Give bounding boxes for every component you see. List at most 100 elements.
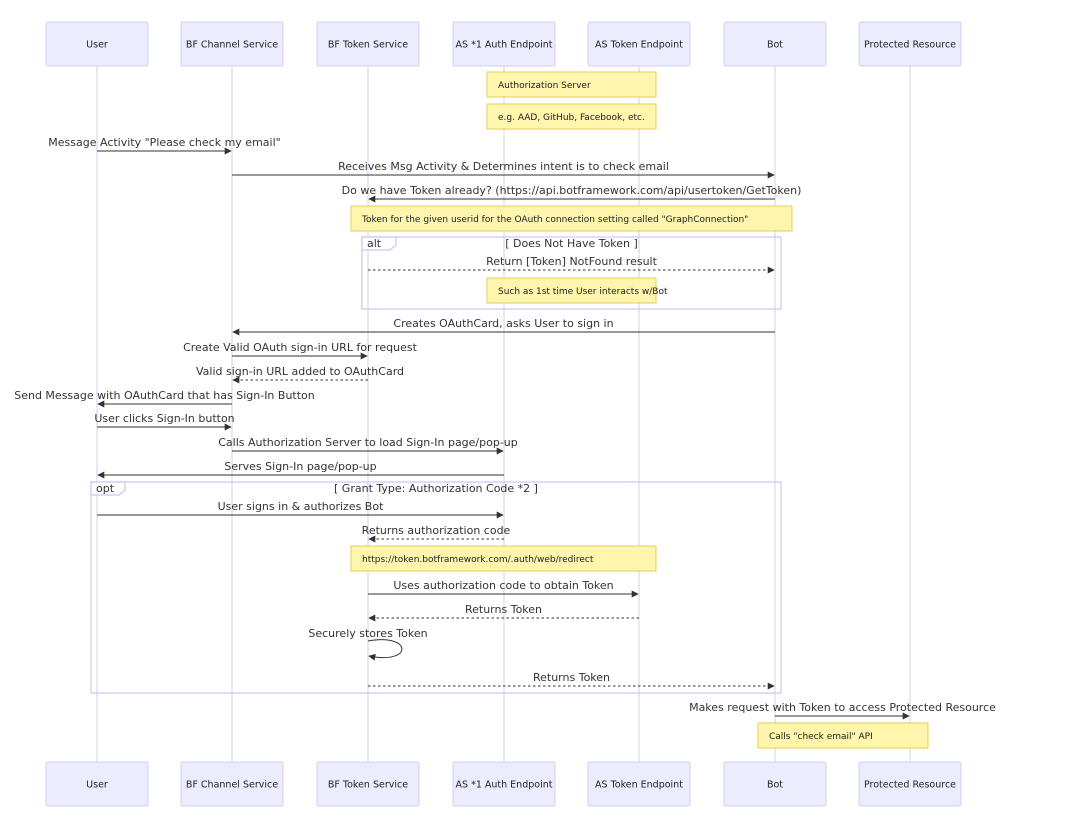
- actor-label: BF Channel Service: [186, 780, 278, 791]
- actor-box: [723, 761, 827, 807]
- frame-condition: [ Does Not Have Token ]: [505, 237, 638, 250]
- message-label: Return [Token] NotFound result: [486, 255, 658, 268]
- actor-user-top: User: [45, 21, 149, 67]
- note-n5: https://token.botframework.com/.auth/web…: [350, 545, 657, 572]
- actor-bot-top: Bot: [723, 21, 827, 67]
- actor-auth-top: AS *1 Auth Endpoint: [452, 21, 556, 67]
- actor-tokensvc-bottom: BF Token Service: [316, 761, 420, 807]
- message-m5: Creates OAuthCard, asks User to sign in: [232, 317, 775, 336]
- note-box: [486, 71, 657, 98]
- frame-border: [90, 481, 782, 694]
- actor-label: BF Token Service: [328, 40, 408, 51]
- frame-label: alt: [367, 237, 382, 250]
- message-m15: Returns Token: [368, 603, 639, 622]
- note-box: [757, 722, 929, 749]
- message-label: Creates OAuthCard, asks User to sign in: [393, 317, 613, 330]
- note-n4: Such as 1st time User interacts w/Bot: [486, 277, 668, 304]
- actor-channel-bottom: BF Channel Service: [180, 761, 284, 807]
- message-m17: Returns Token: [368, 671, 775, 690]
- actor-box: [180, 21, 284, 67]
- message-label: Do we have Token already? (https://api.b…: [342, 184, 802, 197]
- note-box: [486, 277, 657, 304]
- note-box: [350, 545, 657, 572]
- actor-box: [587, 21, 691, 67]
- actor-box: [452, 21, 556, 67]
- frame-border: [361, 236, 782, 310]
- message-m4: Return [Token] NotFound result: [368, 255, 775, 274]
- actor-label: AS Token Endpoint: [595, 780, 683, 791]
- message-m11: Serves Sign-In page/pop-up: [97, 460, 504, 479]
- note-text: https://token.botframework.com/.auth/web…: [362, 555, 594, 565]
- message-m1: Message Activity "Please check my email": [48, 136, 281, 155]
- message-arrow: [367, 639, 403, 661]
- message-m16: Securely stores Token: [308, 627, 428, 661]
- message-label: User clicks Sign-In button: [94, 412, 234, 425]
- frame-condition: [ Grant Type: Authorization Code *2 ]: [334, 482, 538, 495]
- message-label: Serves Sign-In page/pop-up: [224, 460, 376, 473]
- note-n2: e.g. AAD, GitHub, Facebook, etc.: [486, 103, 657, 130]
- message-label: Send Message with OAuthCard that has Sig…: [14, 389, 315, 402]
- actor-label: AS *1 Auth Endpoint: [456, 780, 553, 791]
- note-text: Such as 1st time User interacts w/Bot: [498, 287, 668, 297]
- actor-label: AS *1 Auth Endpoint: [456, 40, 553, 51]
- message-label: Valid sign-in URL added to OAuthCard: [196, 365, 404, 378]
- actor-bot-bottom: Bot: [723, 761, 827, 807]
- actor-box: [316, 761, 420, 807]
- actor-label: Bot: [767, 40, 783, 51]
- note-text: Authorization Server: [498, 81, 591, 91]
- message-label: Create Valid OAuth sign-in URL for reque…: [183, 341, 417, 354]
- actor-label: AS Token Endpoint: [595, 40, 683, 51]
- actor-tokensvc-top: BF Token Service: [316, 21, 420, 67]
- frame-opt: opt [ Grant Type: Authorization Code *2 ]: [90, 481, 782, 694]
- message-m3: Do we have Token already? (https://api.b…: [342, 184, 802, 203]
- frame-alt: alt [ Does Not Have Token ]: [361, 236, 782, 310]
- message-m18: Makes request with Token to access Prote…: [689, 701, 996, 720]
- message-m6: Create Valid OAuth sign-in URL for reque…: [183, 341, 418, 360]
- actor-box: [858, 21, 962, 67]
- actor-resource-bottom: Protected Resource: [858, 761, 962, 807]
- message-m2: Receives Msg Activity & Determines inten…: [232, 160, 775, 179]
- actor-box: [45, 21, 149, 67]
- message-m12: User signs in & authorizes Bot: [97, 500, 504, 519]
- message-label: Uses authorization code to obtain Token: [393, 579, 613, 592]
- note-text: Calls "check email" API: [769, 732, 873, 742]
- actor-label: BF Channel Service: [186, 40, 278, 51]
- note-box: [486, 103, 657, 130]
- message-label: Returns Token: [533, 671, 610, 684]
- message-m10: Calls Authorization Server to load Sign-…: [218, 436, 518, 455]
- message-label: Makes request with Token to access Prote…: [689, 701, 996, 714]
- message-m7: Valid sign-in URL added to OAuthCard: [196, 365, 404, 384]
- actor-box: [858, 761, 962, 807]
- actor-resource-top: Protected Resource: [858, 21, 962, 67]
- actor-box: [45, 761, 149, 807]
- message-label: Returns Token: [465, 603, 542, 616]
- actor-label: BF Token Service: [328, 780, 408, 791]
- actor-user-bottom: User: [45, 761, 149, 807]
- actor-box: [316, 21, 420, 67]
- note-box: [350, 205, 793, 232]
- message-m13: Returns authorization code: [362, 524, 511, 543]
- message-label: Calls Authorization Server to load Sign-…: [218, 436, 518, 449]
- actor-channel-top: BF Channel Service: [180, 21, 284, 67]
- message-m9: User clicks Sign-In button: [94, 412, 235, 431]
- actor-label: User: [86, 40, 108, 51]
- actor-label: Protected Resource: [864, 40, 956, 51]
- actor-astoken-top: AS Token Endpoint: [587, 21, 691, 67]
- frame-tab: [361, 236, 397, 251]
- note-text: Token for the given userid for the OAuth…: [361, 215, 748, 225]
- actor-label: Protected Resource: [864, 780, 956, 791]
- actor-box: [587, 761, 691, 807]
- actor-auth-bottom: AS *1 Auth Endpoint: [452, 761, 556, 807]
- actor-box: [180, 761, 284, 807]
- message-label: Message Activity "Please check my email": [48, 136, 280, 149]
- frame-label: opt: [96, 482, 115, 495]
- message-m8: Send Message with OAuthCard that has Sig…: [14, 389, 315, 408]
- frame-tab: [90, 481, 126, 496]
- note-n6: Calls "check email" API: [757, 722, 929, 749]
- message-label: User signs in & authorizes Bot: [218, 500, 384, 513]
- actor-astoken-bottom: AS Token Endpoint: [587, 761, 691, 807]
- actor-label: User: [86, 780, 108, 791]
- message-m14: Uses authorization code to obtain Token: [368, 579, 639, 598]
- note-n3: Token for the given userid for the OAuth…: [350, 205, 793, 232]
